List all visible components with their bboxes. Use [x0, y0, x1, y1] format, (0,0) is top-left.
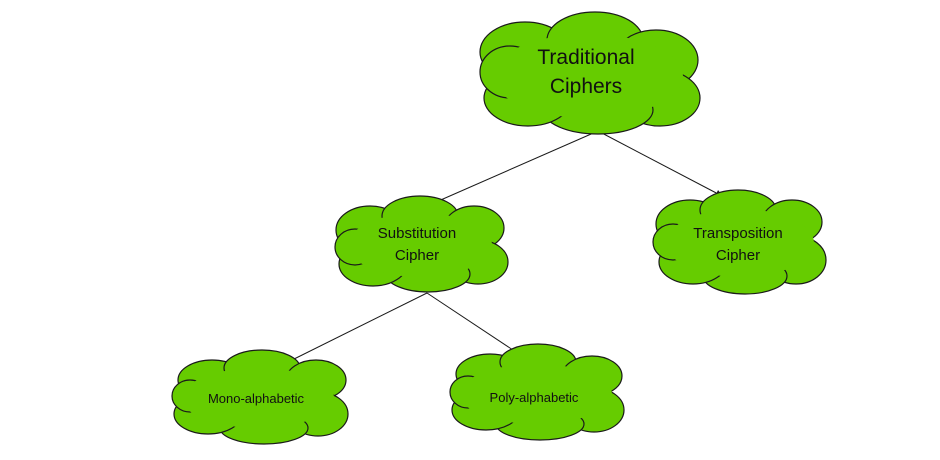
node-label-line: Mono-alphabetic [208, 391, 305, 406]
edge-substitution-to-poly [426, 292, 520, 355]
node-label-line: Cipher [395, 247, 439, 264]
node-label-line: Ciphers [550, 75, 622, 98]
node-label-line: Transposition [693, 225, 783, 242]
edges [279, 130, 723, 367]
edge-substitution-to-mono [279, 292, 428, 367]
node-mono-alphabetic: Mono-alphabetic [171, 349, 349, 445]
node-label-line: Substitution [378, 225, 456, 242]
node-label-line: Traditional [537, 46, 634, 69]
node-poly-alphabetic: Poly-alphabetic [449, 343, 625, 441]
node-transposition-cipher: Transposition Cipher [652, 189, 827, 295]
node-label-line: Cipher [716, 247, 760, 264]
edge-root-to-transposition [597, 130, 723, 197]
node-label-line: Poly-alphabetic [490, 390, 579, 405]
node-traditional-ciphers: Traditional Ciphers [479, 11, 701, 135]
node-substitution-cipher: Substitution Cipher [334, 195, 509, 293]
edge-root-to-substitution [426, 130, 599, 207]
